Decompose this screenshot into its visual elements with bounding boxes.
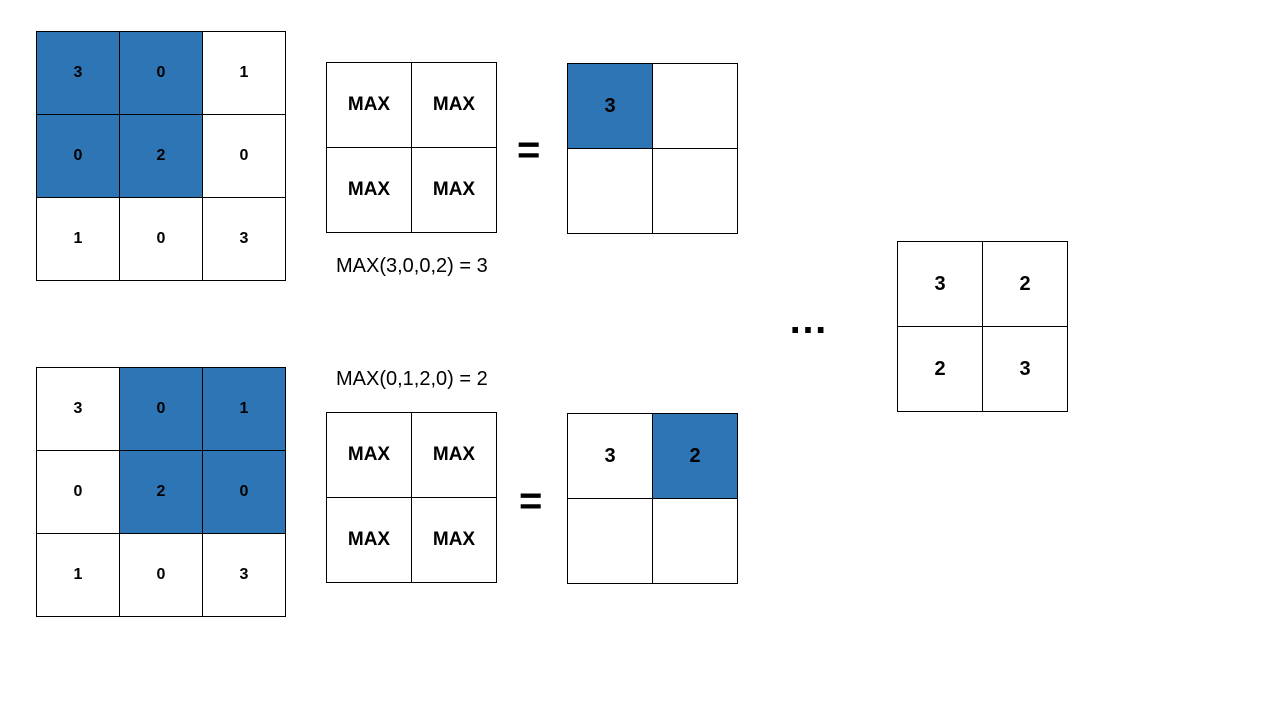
output-matrix-step1: 3: [567, 63, 738, 234]
max-expression-step2: MAX(0,1,2,0) = 2: [336, 368, 488, 390]
input-cell: 0: [37, 115, 120, 198]
input-cell: 0: [120, 368, 203, 451]
input-cell: 0: [37, 451, 120, 534]
max-cell: MAX: [327, 498, 412, 583]
max-cell: MAX: [412, 63, 497, 148]
max-cell: MAX: [327, 413, 412, 498]
input-matrix-step1: 3 0 1 0 2 0 1 0 3: [36, 31, 286, 281]
max-cell: MAX: [412, 498, 497, 583]
max-cell: MAX: [412, 413, 497, 498]
final-cell: 2: [898, 327, 983, 412]
output-cell: 3: [568, 64, 653, 149]
max-cell: MAX: [412, 148, 497, 233]
output-cell: [568, 149, 653, 234]
final-cell: 3: [898, 242, 983, 327]
max-cell: MAX: [327, 148, 412, 233]
final-output-matrix: 3 2 2 3: [897, 241, 1068, 412]
input-cell: 3: [203, 198, 286, 281]
input-cell: 1: [37, 534, 120, 617]
input-cell: 3: [203, 534, 286, 617]
input-cell: 0: [203, 115, 286, 198]
equals-sign-step1: =: [517, 128, 541, 172]
max-expression-step1: MAX(3,0,0,2) = 3: [336, 255, 488, 277]
ellipsis: …: [788, 298, 830, 342]
max-filter-step1: MAX MAX MAX MAX: [326, 62, 497, 233]
output-cell: 3: [568, 414, 653, 499]
input-cell: 3: [37, 368, 120, 451]
input-cell: 0: [120, 198, 203, 281]
equals-sign-step2: =: [519, 479, 543, 523]
input-cell: 2: [120, 451, 203, 534]
final-cell: 2: [983, 242, 1068, 327]
output-cell: [653, 64, 738, 149]
input-cell: 2: [120, 115, 203, 198]
output-cell: 2: [653, 414, 738, 499]
output-cell: [568, 499, 653, 584]
input-cell: 0: [120, 32, 203, 115]
max-cell: MAX: [327, 63, 412, 148]
input-cell: 1: [203, 368, 286, 451]
input-cell: 1: [203, 32, 286, 115]
max-filter-step2: MAX MAX MAX MAX: [326, 412, 497, 583]
input-cell: 0: [203, 451, 286, 534]
input-cell: 3: [37, 32, 120, 115]
output-cell: [653, 499, 738, 584]
final-cell: 3: [983, 327, 1068, 412]
input-matrix-step2: 3 0 1 0 2 0 1 0 3: [36, 367, 286, 617]
input-cell: 0: [120, 534, 203, 617]
input-cell: 1: [37, 198, 120, 281]
output-cell: [653, 149, 738, 234]
output-matrix-step2: 3 2: [567, 413, 738, 584]
